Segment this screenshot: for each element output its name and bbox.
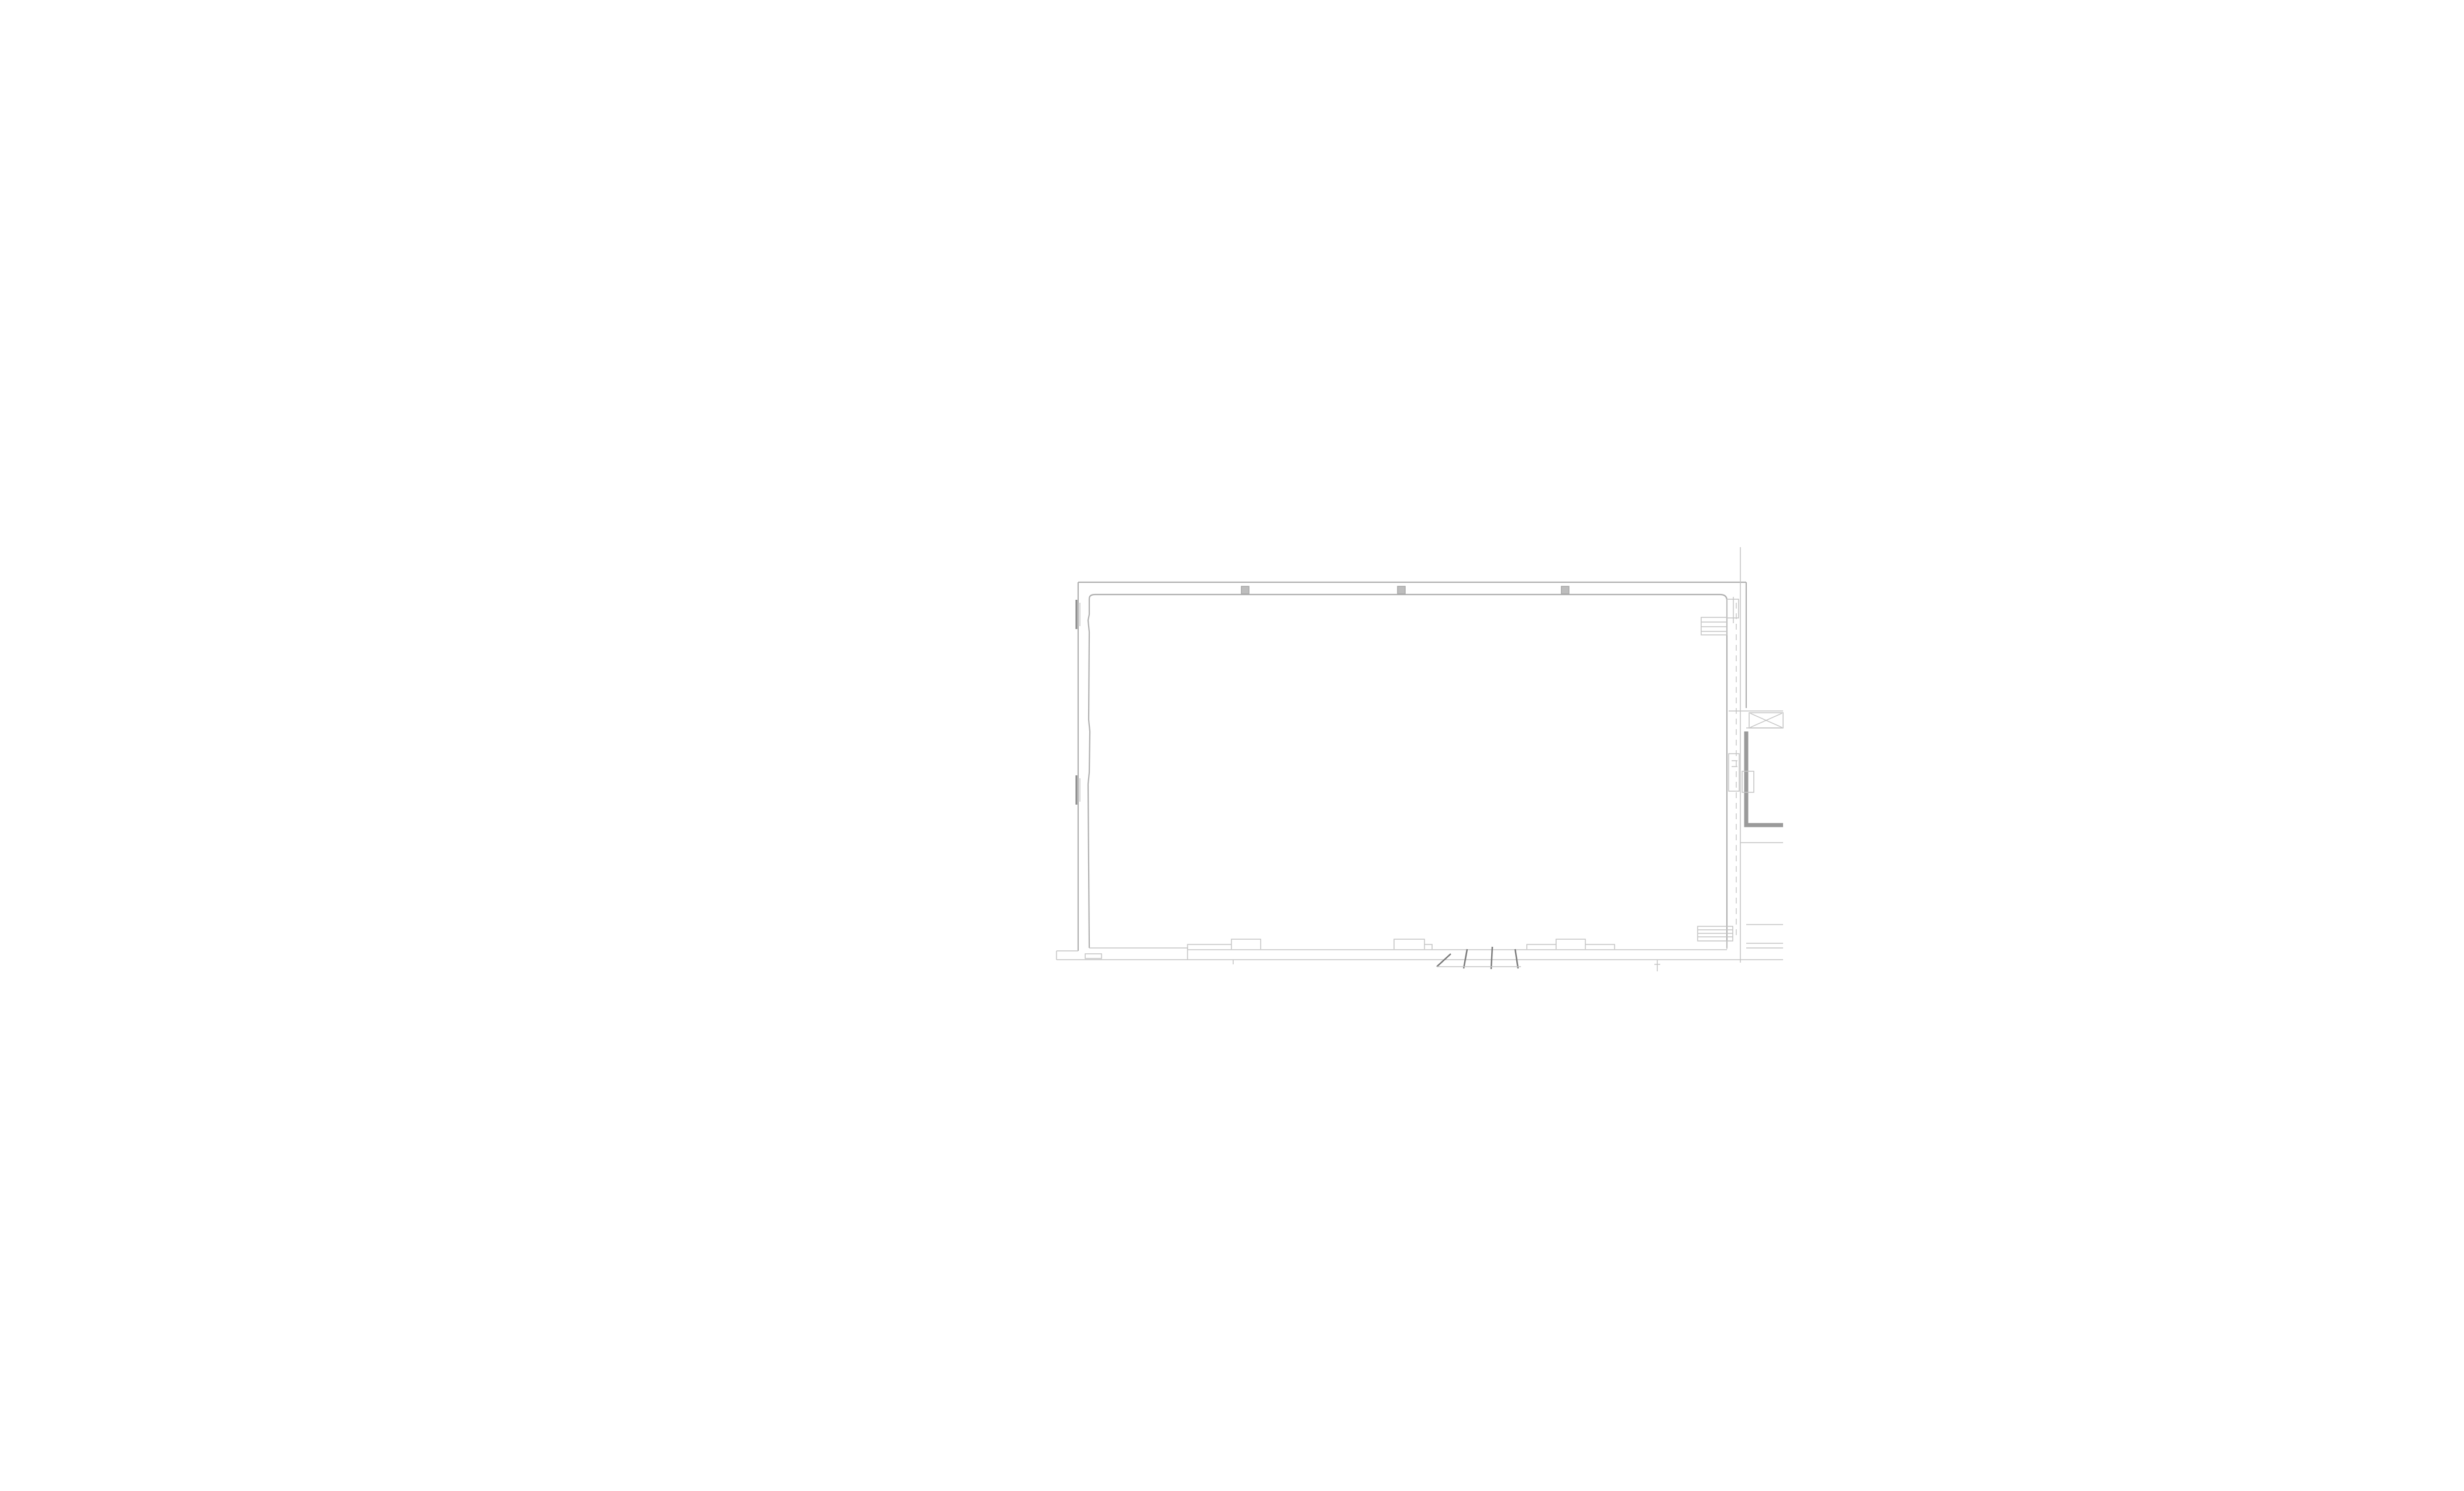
bottom-piers <box>1085 939 1615 959</box>
inner-wall <box>1087 593 1728 960</box>
top-columns <box>1241 586 1570 595</box>
entrance-doors <box>1233 946 1660 971</box>
right-annex <box>1728 710 1784 949</box>
left-windows <box>1075 600 1080 805</box>
service-core <box>1701 547 1741 963</box>
stair <box>1697 926 1733 949</box>
outer-wall <box>1056 581 1783 960</box>
